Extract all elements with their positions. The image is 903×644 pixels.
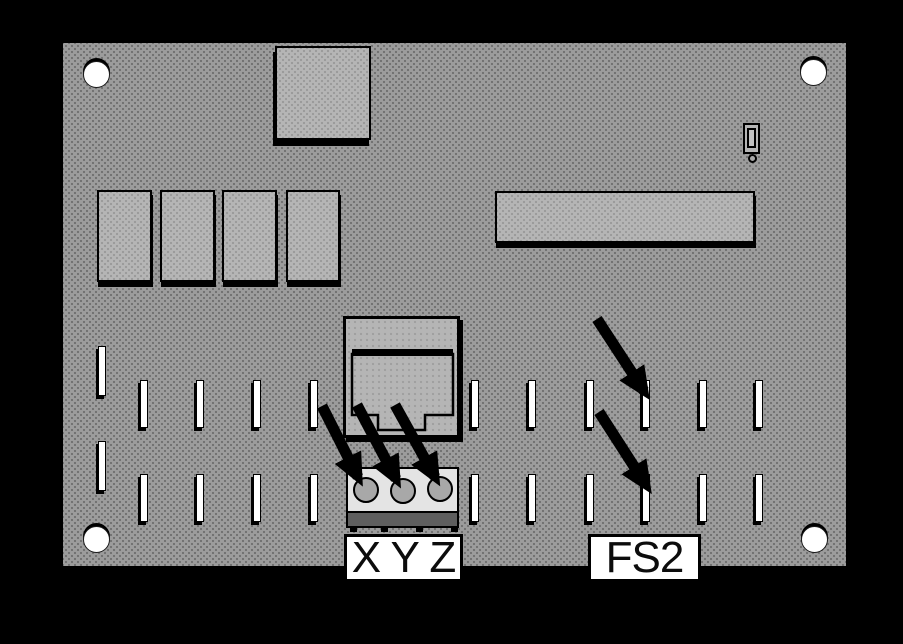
relay-component-1 bbox=[97, 190, 152, 282]
solder-slot bbox=[755, 474, 763, 522]
solder-slot bbox=[140, 380, 148, 428]
solder-slot bbox=[528, 380, 536, 428]
terminal-label-text: X Y Z bbox=[351, 533, 456, 582]
fs2-label-text: FS2 bbox=[605, 533, 685, 582]
solder-slot-fs-upper bbox=[642, 380, 650, 428]
solder-slot bbox=[253, 380, 261, 428]
mounting-hole-top-right bbox=[800, 59, 827, 86]
mounting-hole-top-left bbox=[83, 61, 110, 88]
solder-slot bbox=[471, 474, 479, 522]
solder-slot bbox=[98, 346, 106, 396]
modular-jack-socket-outline bbox=[350, 349, 455, 432]
small-fuse-pad bbox=[748, 154, 757, 163]
solder-slot bbox=[140, 474, 148, 522]
terminal-label: X Y Z bbox=[344, 534, 463, 582]
modular-jack-component bbox=[343, 316, 460, 438]
square-component bbox=[275, 46, 371, 140]
fs2-label: FS2 bbox=[588, 534, 701, 582]
solder-slot bbox=[196, 474, 204, 522]
terminal-screw-y bbox=[390, 478, 416, 504]
solder-slot bbox=[253, 474, 261, 522]
solder-slot bbox=[528, 474, 536, 522]
terminal-screw-x bbox=[353, 477, 379, 503]
solder-slot bbox=[310, 474, 318, 522]
terminal-pin-tab bbox=[451, 527, 458, 532]
solder-slot bbox=[471, 380, 479, 428]
solder-slot-fs-lower bbox=[642, 474, 650, 522]
mounting-hole-bottom-left bbox=[83, 526, 110, 553]
solder-slot bbox=[699, 474, 707, 522]
small-fuse-element bbox=[747, 128, 756, 148]
long-component bbox=[495, 191, 755, 243]
solder-slot bbox=[196, 380, 204, 428]
circuit-board bbox=[63, 43, 846, 566]
relay-component-4 bbox=[286, 190, 340, 282]
terminal-pin-tab bbox=[350, 527, 357, 532]
solder-slot bbox=[586, 380, 594, 428]
relay-component-2 bbox=[160, 190, 215, 282]
terminal-block-base bbox=[346, 511, 459, 528]
terminal-screw-z bbox=[427, 476, 453, 502]
solder-slot bbox=[310, 380, 318, 428]
solder-slot bbox=[98, 441, 106, 491]
solder-slot bbox=[586, 474, 594, 522]
solder-slot bbox=[699, 380, 707, 428]
terminal-pin-tab bbox=[416, 527, 423, 532]
mounting-hole-bottom-right bbox=[801, 526, 828, 553]
solder-slot bbox=[755, 380, 763, 428]
small-fuse-component bbox=[743, 123, 760, 154]
terminal-pin-tab bbox=[381, 527, 388, 532]
relay-component-3 bbox=[222, 190, 277, 282]
